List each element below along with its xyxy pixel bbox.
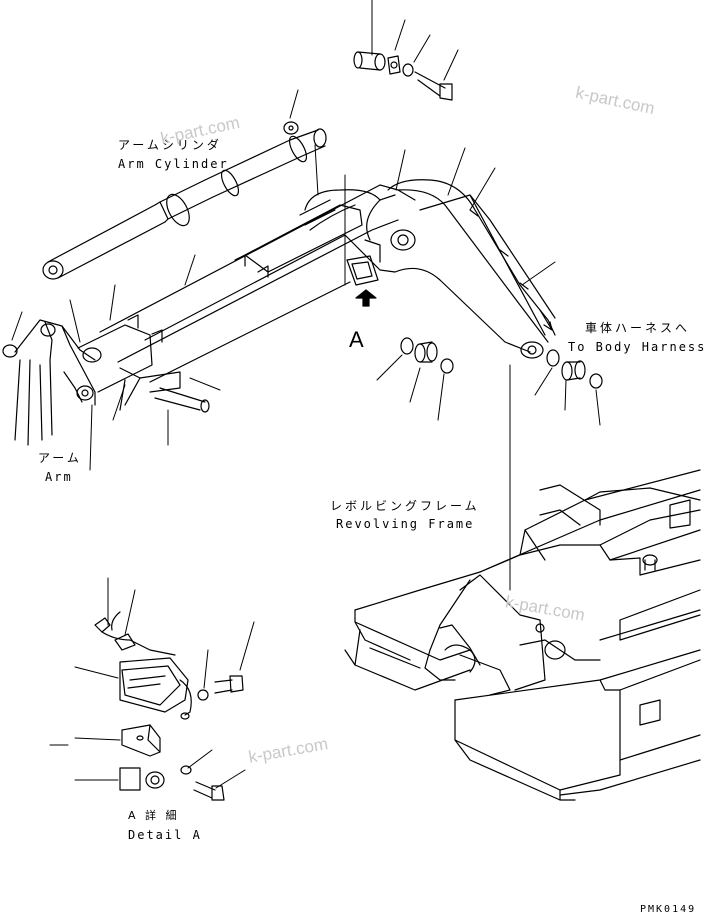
- detail-a-label-jp: A 詳 細: [128, 809, 180, 822]
- top-pin-assembly: [354, 52, 452, 100]
- arm-label-jp: アーム: [38, 451, 82, 465]
- washers-misc: [3, 122, 298, 357]
- view-marker-label: A: [349, 327, 364, 352]
- revolving-frame: [345, 470, 700, 800]
- arm-cylinder-label-en: Arm Cylinder: [118, 157, 229, 171]
- drawing-code: PMK0149: [640, 904, 697, 915]
- detail-a-label-en: Detail A: [128, 828, 202, 842]
- leader-lines: [12, 0, 600, 788]
- arm-cylinder-label-jp: アームシリンダ: [118, 138, 222, 152]
- boom-foot-bushings: [401, 338, 602, 388]
- arm-label-en: Arm: [45, 470, 73, 484]
- boom: [100, 185, 555, 412]
- body-harness-label-jp: 車体ハーネスへ: [585, 321, 691, 335]
- lamp-on-boom: [347, 256, 378, 306]
- harness-wire: [388, 180, 555, 335]
- revolving-frame-label-jp: レボルビングフレーム: [330, 499, 480, 513]
- arm-cylinder: [43, 129, 326, 279]
- body-harness-label-en: To Body Harness: [568, 340, 707, 354]
- detail-a-parts: [95, 612, 243, 800]
- revolving-frame-label-en: Revolving Frame: [336, 517, 475, 531]
- arm: [15, 320, 152, 445]
